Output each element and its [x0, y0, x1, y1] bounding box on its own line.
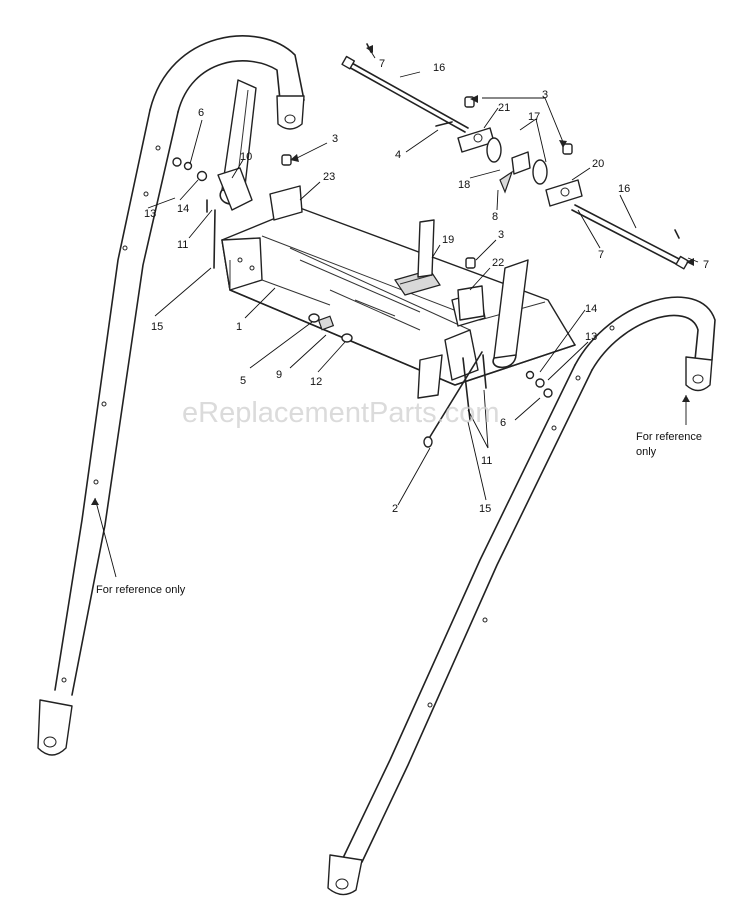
- callout-13-right: 13: [585, 331, 597, 343]
- callout-22: 22: [492, 257, 504, 269]
- main-housing-part-1: [221, 207, 576, 399]
- callout-11-right: 11: [481, 455, 492, 467]
- callout-21: 21: [498, 102, 510, 114]
- rod-part-16-upper: [341, 55, 469, 133]
- callout-2: 2: [392, 503, 398, 515]
- reference-note-right-line1: For reference: [636, 431, 702, 443]
- reference-note-right-line2: only: [636, 446, 657, 458]
- callout-10: 10: [240, 151, 252, 163]
- callout-8: 8: [492, 211, 498, 223]
- callout-labels: 7 16 3 21 17 4 18 8 20 16 7 7 6 3 10 23 …: [144, 58, 709, 515]
- callout-14-left: 14: [177, 203, 189, 215]
- right-handle-tube: [327, 296, 716, 896]
- callout-3-center: 3: [498, 229, 504, 241]
- callout-11-left: 11: [177, 239, 188, 251]
- reference-note-left: For reference only: [96, 584, 186, 596]
- callout-6-right: 6: [500, 417, 506, 429]
- callout-20: 20: [592, 158, 604, 170]
- callout-17: 17: [528, 111, 540, 123]
- callout-4: 4: [395, 149, 401, 161]
- callout-12: 12: [310, 376, 322, 388]
- callout-19: 19: [442, 234, 454, 246]
- callout-7-right-inner: 7: [598, 249, 604, 261]
- callout-13-left: 13: [144, 208, 156, 220]
- callout-16-right: 16: [618, 183, 630, 195]
- callout-15-left: 15: [151, 321, 163, 333]
- left-handle-tube: [37, 35, 305, 756]
- callout-15-right: 15: [479, 503, 491, 515]
- callout-1: 1: [236, 321, 242, 333]
- callout-7-right-outer: 7: [703, 259, 709, 271]
- leader-lines: [91, 45, 699, 578]
- watermark-text: eReplacementParts.com: [182, 397, 500, 429]
- hardware-parts: [172, 43, 680, 448]
- callout-3-left: 3: [332, 133, 338, 145]
- callout-3-top-right: 3: [542, 89, 548, 101]
- rod-part-16-lower: [571, 204, 690, 270]
- callout-9: 9: [276, 369, 282, 381]
- callout-6-left: 6: [198, 107, 204, 119]
- callout-5: 5: [240, 375, 246, 387]
- callout-16-top: 16: [433, 62, 445, 74]
- callout-14-right: 14: [585, 303, 597, 315]
- callout-23: 23: [323, 171, 335, 183]
- callout-7-top: 7: [379, 58, 385, 70]
- callout-18: 18: [458, 179, 470, 191]
